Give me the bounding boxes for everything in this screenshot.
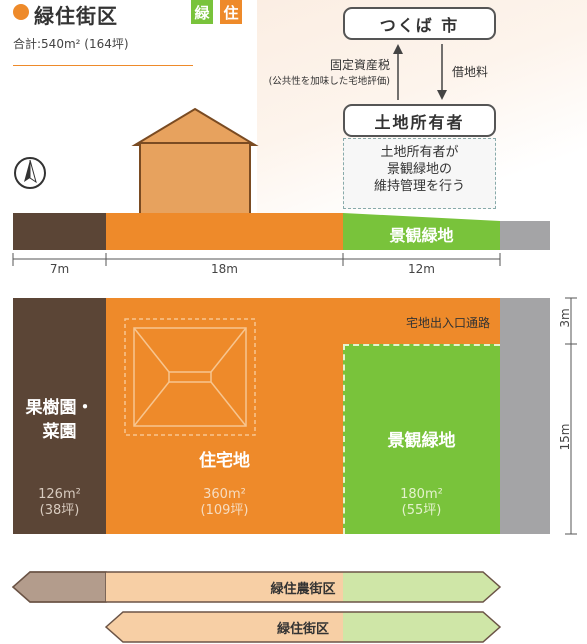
page-title: 緑住街区 [34,4,118,28]
total-area: 合計:540m² (164坪) [13,37,129,51]
maintenance-note-line-2: 景観緑地の [386,162,452,177]
north-arrow-icon [14,157,46,189]
badge-orange: 住 [220,0,242,24]
residential-name: 住宅地 [199,451,250,471]
orchard-name-line-1: 果樹園・ [25,398,94,418]
orchard-name: 果樹園・ 菜園 [13,396,106,444]
residential-area: 360m² [203,487,246,502]
agri-zone-arrow-icon [11,571,502,603]
rent-label: 借地料 [452,65,489,79]
width-green: 12m [408,262,435,276]
section-green-mound [343,213,500,250]
title-rule [13,65,193,66]
section-orchard [13,213,106,250]
plan-road [500,298,550,534]
plan-orchard [13,298,106,534]
residential-tsubo: (109坪) [200,503,249,518]
maintenance-note: 土地所有者が 景観緑地の 維持管理を行う [343,138,496,209]
tax-note: (公共性を加味した宅地評価) [268,76,390,87]
width-residential: 18m [211,262,238,276]
maintenance-note-line-3: 維持管理を行う [373,179,465,194]
passage-label: 宅地出入口通路 [405,316,490,330]
green-tsubo: (55坪) [401,503,442,518]
owner-box: 土地所有者 [343,104,496,137]
badge-green: 緑 [191,0,213,24]
plan-green [343,344,500,534]
section-residential [106,213,343,250]
res-zone-arrow-icon [104,611,502,643]
tax-label: 固定資産税 [329,58,390,72]
orchard-name-line-2: 菜園 [42,422,77,442]
section-road [500,221,550,250]
agri-zone-label: 緑住農街区 [270,582,336,597]
tax-arrow-icon [393,44,403,100]
title-bullet-icon [13,4,29,20]
section-green-label: 景観緑地 [389,226,454,245]
orchard-tsubo: (38坪) [39,503,80,518]
house-icon [131,107,259,217]
maintenance-note-line-1: 土地所有者が [380,145,459,160]
orchard-area: 126m² [38,487,81,502]
res-zone-label: 緑住街区 [276,622,329,637]
city-box: つくば 市 [343,7,496,40]
rent-arrow-icon [437,44,447,100]
width-orchard: 7m [49,262,70,276]
green-name: 景観緑地 [387,431,456,451]
green-area: 180m² [400,487,443,502]
roof-plan-icon [124,318,256,436]
